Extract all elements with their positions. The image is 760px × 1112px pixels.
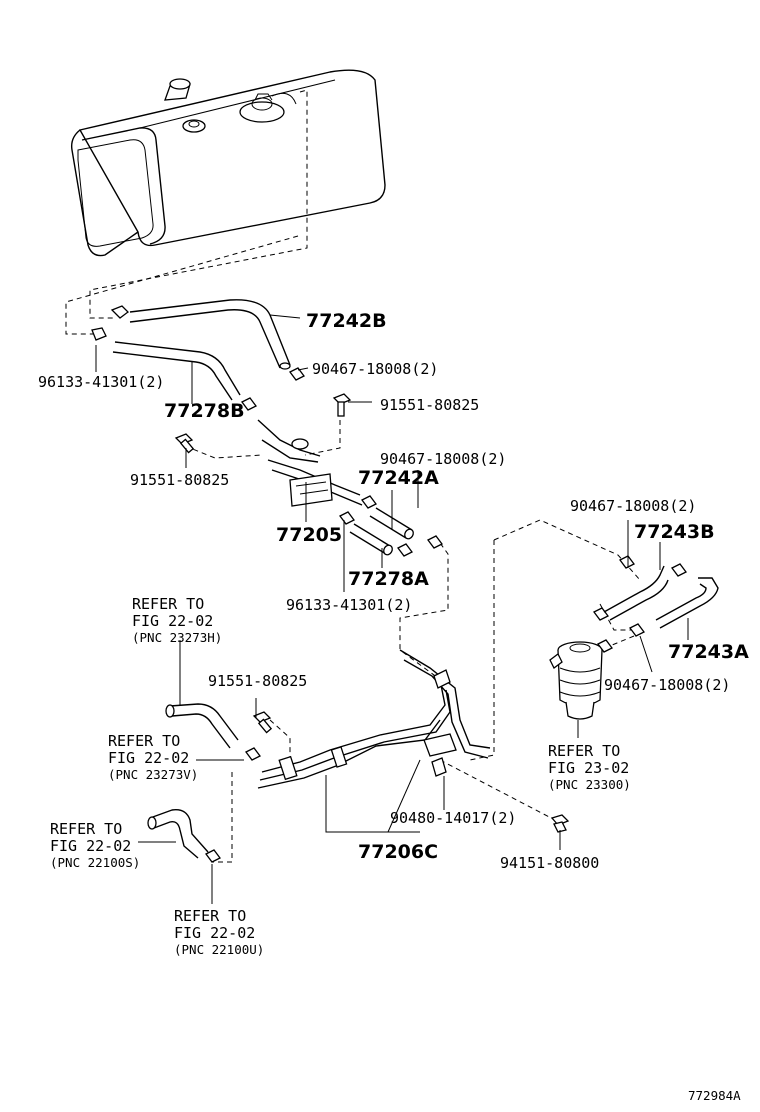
label-94151: 94151-80800	[500, 854, 599, 872]
svg-text:REFER TO: REFER TO	[174, 907, 246, 925]
hose-77242B-shape	[129, 299, 291, 370]
label-77243B: 77243B	[634, 521, 715, 543]
bracket-77205-shape	[257, 419, 363, 507]
label-77278B: 77278B	[164, 400, 245, 422]
label-91551-right: 91551-80825	[380, 396, 479, 414]
svg-text:REFER TO: REFER TO	[108, 732, 180, 750]
bolt-icon	[174, 393, 352, 734]
ref-hose-23273V-shape	[165, 703, 239, 749]
label-90467-top: 90467-18008(2)	[312, 360, 438, 378]
tube-77206C-shape	[257, 649, 491, 833]
label-96133-bottom: 96133-41301(2)	[286, 596, 412, 614]
label-90480: 90480-14017(2)	[390, 809, 516, 827]
ref-fig-23-02-23300: REFER TO FIG 23-02 (PNC 23300)	[548, 742, 631, 792]
svg-text:FIG 22-02: FIG 22-02	[50, 837, 131, 855]
label-77205: 77205	[276, 524, 342, 546]
label-90467-right-bottom: 90467-18008(2)	[604, 676, 730, 694]
svg-text:FIG 22-02: FIG 22-02	[108, 749, 189, 767]
hose-77243B-shape	[603, 565, 669, 621]
ref-fig-22-02-22100U: REFER TO FIG 22-02 (PNC 22100U)	[174, 907, 264, 957]
label-77242B: 77242B	[306, 310, 387, 332]
leader-lines	[65, 89, 641, 863]
label-77243A: 77243A	[668, 641, 749, 663]
svg-text:(PNC 23300): (PNC 23300)	[548, 777, 631, 792]
label-77206C: 77206C	[358, 841, 438, 863]
svg-text:(PNC 23273H): (PNC 23273H)	[132, 630, 222, 645]
label-90467-right-top: 90467-18008(2)	[570, 497, 696, 515]
diagram-id: 772984A	[688, 1088, 741, 1103]
nut-icon	[550, 814, 570, 833]
ref-fig-22-02-22100S: REFER TO FIG 22-02 (PNC 22100S)	[50, 820, 140, 870]
clip-icon	[91, 305, 687, 863]
ref-fig-22-02-23273H: REFER TO FIG 22-02 (PNC 23273H)	[132, 595, 222, 645]
svg-text:REFER TO: REFER TO	[132, 595, 204, 613]
hose-77278A-shape	[349, 523, 393, 556]
hose-77242A-shape	[369, 507, 414, 540]
ref-fig-22-02-23273V: REFER TO FIG 22-02 (PNC 23273V)	[108, 732, 198, 782]
svg-text:(PNC 22100U): (PNC 22100U)	[174, 942, 264, 957]
svg-text:FIG 23-02: FIG 23-02	[548, 759, 629, 777]
label-77242A: 77242A	[358, 467, 439, 489]
svg-text:REFER TO: REFER TO	[50, 820, 122, 838]
label-91551-lower: 91551-80825	[208, 672, 307, 690]
label-90467-mid: 90467-18008(2)	[380, 450, 506, 468]
hose-77243A-shape	[655, 577, 719, 629]
svg-text:FIG 22-02: FIG 22-02	[132, 612, 213, 630]
svg-text:FIG 22-02: FIG 22-02	[174, 924, 255, 942]
ref-hose-22100-shape	[147, 809, 209, 859]
svg-text:(PNC 23273V): (PNC 23273V)	[108, 767, 198, 782]
fuel-tank	[70, 69, 386, 257]
label-leaders	[95, 314, 689, 904]
label-77278A: 77278A	[348, 568, 429, 590]
filter-assembly	[549, 639, 613, 720]
svg-text:(PNC 22100S): (PNC 22100S)	[50, 855, 140, 870]
label-96133-top: 96133-41301(2)	[38, 373, 164, 391]
hose-77278B-shape	[112, 341, 241, 401]
svg-text:REFER TO: REFER TO	[548, 742, 620, 760]
label-91551-left: 91551-80825	[130, 471, 229, 489]
